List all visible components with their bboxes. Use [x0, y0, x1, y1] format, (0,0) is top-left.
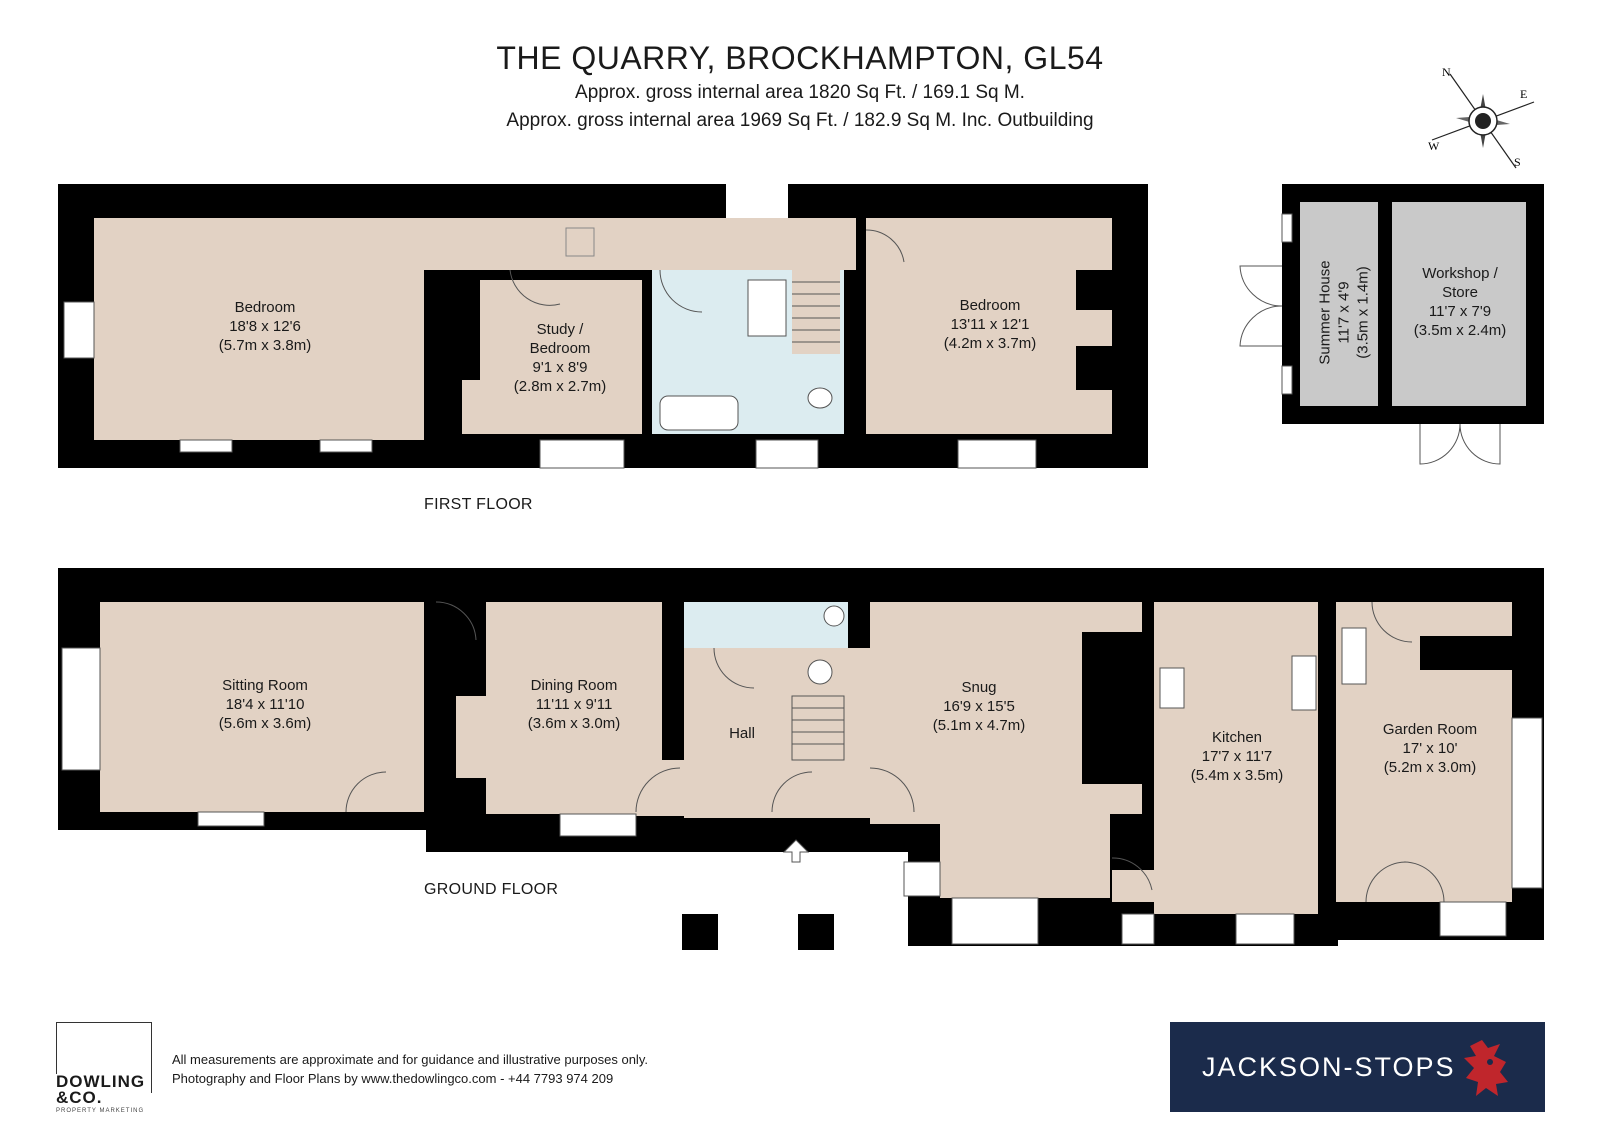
kitchen-room [1154, 602, 1318, 914]
ground-floor-plan [58, 568, 1544, 950]
outbuilding-plan [1239, 184, 1544, 465]
bedroom1-room [94, 218, 424, 440]
study-room [480, 280, 642, 434]
stairs-first [792, 270, 840, 354]
brand-name: JACKSON-STOPS [1202, 1052, 1456, 1082]
area-line-2: Approx. gross internal area 1969 Sq Ft. … [506, 110, 1094, 131]
ground-floor-label: GROUND FLOOR [424, 881, 559, 898]
compass-s: S [1514, 155, 1521, 169]
jackson-stops-banner: JACKSON-STOPS [1170, 1022, 1545, 1112]
logo-text: DOWLING &CO. [56, 1072, 148, 1107]
cloakroom [684, 602, 848, 648]
landing [424, 218, 856, 270]
sitting-room [100, 602, 424, 812]
disclaimer: All measurements are approximate and for… [172, 1052, 648, 1086]
floor-plan [58, 184, 1544, 950]
garden-room [1336, 700, 1512, 902]
plan-title: THE QUARRY, BROCKHAMPTON, GL54 [496, 40, 1104, 76]
summer-house-room [1300, 202, 1378, 406]
fox-logo-icon [1464, 1040, 1508, 1096]
first-floor-label: FIRST FLOOR [424, 496, 533, 513]
dowling-logo: DOWLING &CO. PROPERTY MARKETING [56, 1022, 152, 1114]
compass-n: N [1442, 66, 1451, 79]
workshop-room [1392, 202, 1526, 406]
logo-frame [56, 1022, 152, 1093]
compass-icon: N E W S [1428, 66, 1535, 169]
area-line-1: Approx. gross internal area 1820 Sq Ft. … [575, 82, 1025, 103]
dining-room [486, 602, 662, 814]
compass-w: W [1428, 139, 1440, 153]
compass-e: E [1520, 87, 1527, 101]
snug-room [870, 602, 1082, 824]
room-label-hall: Hall [729, 725, 755, 742]
logo-tagline: PROPERTY MARKETING [56, 1108, 145, 1114]
first-floor-plan [58, 184, 1148, 469]
bedroom2-room [866, 218, 1112, 434]
